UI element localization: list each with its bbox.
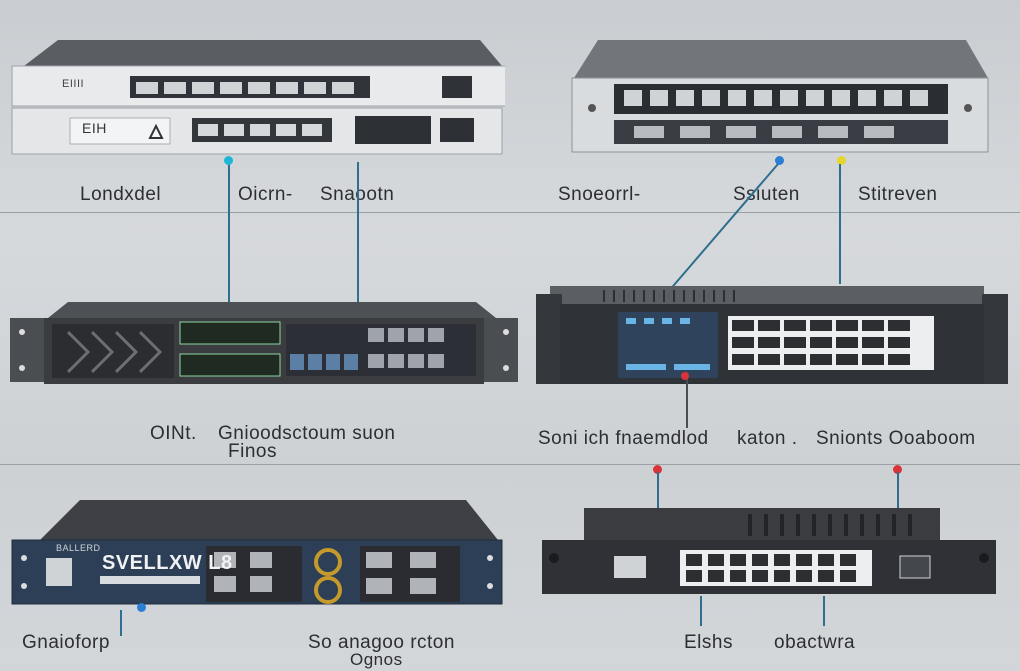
cable-bottom-right-1 [657,472,659,512]
divider-top [0,212,1020,213]
cable-top-right-diagonal [667,163,779,293]
label-bottom-right-a: Elshs [684,632,733,653]
led-red-mid-2 [893,465,902,474]
device-small-text: BALLERD [56,543,101,553]
cable-top-left-2 [357,162,359,302]
device-brand-text: SVELLXW L8 [102,552,233,574]
cable-bottom-left [120,610,122,636]
cable-top-left-1 [228,162,230,322]
device-badge: EIIII [62,78,85,90]
label-middle-right-b: katon . [737,428,798,449]
cable-middle-right [686,372,688,428]
label-middle-right-c: Snionts Ooaboom [816,428,976,449]
switch-middle-left [8,298,520,388]
switch-bottom-right [540,506,998,598]
cable-bottom-right-2 [897,472,899,532]
label-top-left-c: Snaootn [320,184,394,206]
cable-top-right-1 [839,164,841,284]
switch-top-right [570,36,990,156]
label-top-left-b: Oicrn- [238,184,293,205]
switch-top-left [10,36,505,156]
led-red-switch [681,372,689,380]
switch-middle-right [534,284,1010,388]
label-bottom-left-b: So anagoo rcton [308,632,455,653]
led-blue-top-right [775,156,784,165]
label-top-right-c: Stitreven [858,184,938,205]
cable-bottom-right-4 [823,596,825,626]
led-yellow-top-right [837,156,846,165]
label-middle-right-a: Soni ich fnaemdlod [538,428,709,449]
label-top-left-a: Londxdel [80,184,162,205]
led-red-mid-1 [653,465,662,474]
label-bottom-left-a: Gnaioforp [22,632,110,653]
label-top-right-b: Ssiuten [733,184,800,205]
switch-bottom-left [10,496,506,608]
led-cyan-top-left [224,156,233,165]
label-bottom-left-c: Ognos [350,650,403,669]
label-middle-left-b: Gnioodsctoum suon [218,423,396,444]
device-badge-lower: EIH [82,120,107,136]
label-bottom-right-b: obactwra [774,632,856,653]
label-middle-left-a: OINt. [150,423,197,444]
divider-middle [0,464,1020,465]
cable-bottom-right-3 [700,596,702,626]
label-middle-left-c: Finos [228,441,277,462]
led-blue-bottom-left [137,603,146,612]
label-top-right-a: Snoeorrl- [558,184,641,205]
